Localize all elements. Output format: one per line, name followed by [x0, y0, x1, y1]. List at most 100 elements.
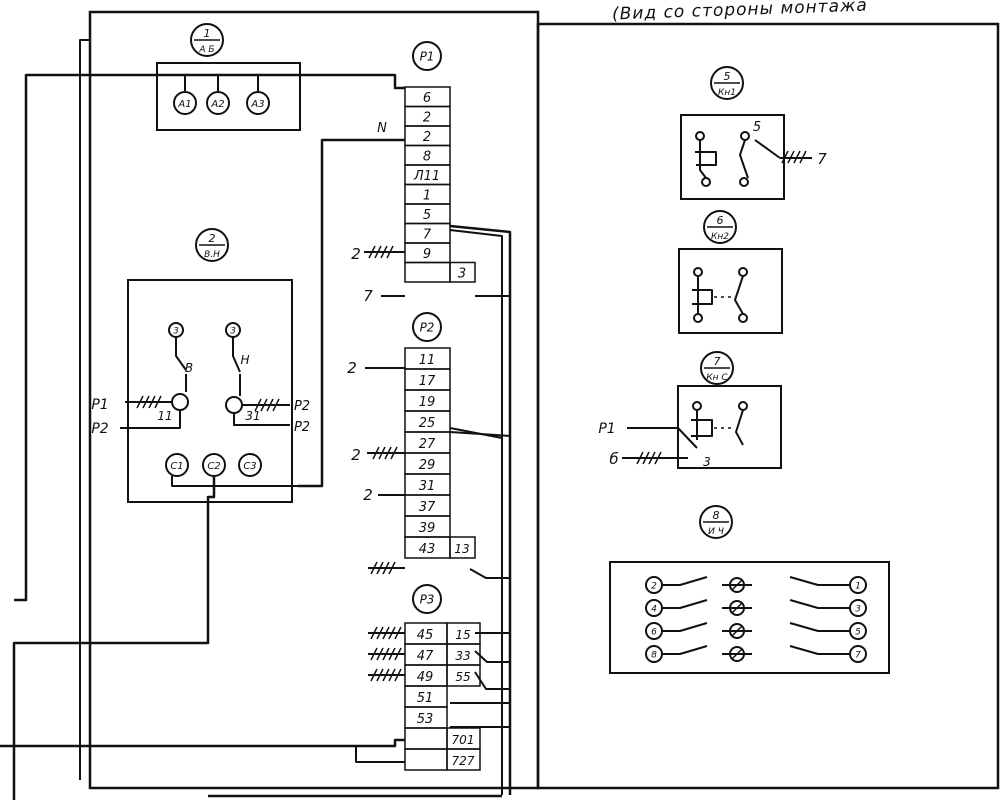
hatch-mark: [370, 561, 378, 575]
c2-wire: [12, 476, 216, 800]
relay-p3-side-cell: [446, 748, 481, 771]
hatch-mark: [394, 626, 402, 640]
unit-knc-box: [677, 385, 782, 469]
kn1-contact: [740, 131, 750, 141]
ich-resistor: [729, 646, 745, 662]
hatch-mark: [642, 451, 650, 465]
hatch-mark: [636, 451, 644, 465]
hatch-mark: [136, 395, 144, 409]
ich-right-terminal-5: [849, 622, 867, 640]
vn-terminal-3-label: С3: [243, 461, 256, 472]
relay-p3-side-label: 33: [455, 649, 470, 663]
switch-b-label: В: [185, 361, 193, 375]
p3-feed-wire: [0, 738, 405, 748]
hatch-mark: [388, 561, 396, 575]
hatch-mark: [386, 245, 394, 259]
ich-right-terminal-3-label: 3: [855, 604, 861, 614]
relay-p2-side-label: 13: [454, 542, 469, 556]
ich-right-contact: [789, 576, 850, 586]
hatch-mark: [260, 398, 268, 412]
vn-terminal-2-label: С2: [207, 461, 220, 472]
knc-switch: [735, 409, 744, 446]
kn1-out: [754, 139, 781, 159]
relay-p2-symbol: [412, 312, 442, 342]
unit-kn1-symbol-number: 5: [724, 70, 731, 83]
relay-p1-side-cell: [449, 261, 476, 283]
relay-p1-cell-label: 6: [423, 91, 431, 106]
ich-resistor-slash: [731, 625, 743, 637]
kn1-contact: [739, 177, 749, 187]
ich-left-terminal-6-label: 6: [651, 627, 657, 637]
relay-p1-symbol-label: Р1: [420, 50, 435, 64]
relay-p3-cell: [404, 748, 448, 771]
ich-resistor: [729, 600, 745, 616]
hatch-mark: [388, 626, 396, 640]
vn-terminal-3: [238, 453, 262, 477]
unit-knc-symbol-code: Кн С: [706, 373, 728, 383]
vn-terminal-3-label: 3: [230, 326, 236, 336]
knc-coil: [691, 419, 713, 437]
ich-resistor: [729, 577, 745, 593]
hatch-mark: [148, 395, 156, 409]
unit-knc-symbol-number: 7: [714, 355, 721, 368]
ab-terminal-3: [246, 91, 270, 115]
tap-wire: [474, 650, 510, 663]
kn1-coil: [695, 151, 717, 166]
ab-terminal-2-label: А2: [210, 99, 224, 110]
vn-terminal-3-label: 3: [173, 326, 179, 336]
kn2-contact: [738, 267, 748, 277]
relay-p2-cell-label: 31: [419, 479, 436, 494]
relay-p1-cell: [404, 261, 451, 283]
relay-p2-cell-label: 39: [419, 521, 436, 536]
ich-right-terminal-1-label: 1: [855, 581, 861, 591]
relay-p1-cell-label: 8: [423, 150, 431, 165]
label-p2: Р2: [294, 420, 310, 435]
hatch-mark: [384, 446, 392, 460]
hatch-mark: [370, 668, 378, 682]
relay-p1-cell-label: 1: [423, 189, 431, 204]
relay-p3-symbol-label: Р3: [420, 593, 435, 607]
ab-terminal-3-label: А3: [250, 99, 264, 110]
ich-right-terminal-5-label: 5: [855, 627, 861, 637]
label-2: 2: [351, 245, 361, 263]
relay-p3-cell-label: 53: [417, 712, 434, 727]
ich-resistor: [729, 623, 745, 639]
unit-kn1-symbol: [710, 66, 744, 100]
ab-feed-wire: [14, 73, 405, 602]
vn-bus: [171, 476, 298, 487]
unit-kn2-symbol-number: 6: [717, 214, 724, 227]
relay-p3-side-label: 15: [455, 628, 470, 642]
unit-ich-symbol-number: 8: [713, 509, 720, 522]
tap-wire: [469, 568, 510, 579]
relay-p3-cell: [404, 727, 448, 750]
relay-p2-cell-label: 27: [419, 437, 436, 452]
ich-left-terminal-2-label: 2: [651, 581, 657, 591]
hatch-mark: [388, 668, 396, 682]
relay-p3-cell-label: 49: [417, 670, 434, 685]
tap-wire: [449, 427, 503, 439]
hatch-mark: [376, 626, 384, 640]
label-3: 3: [703, 455, 711, 469]
hatch-mark: [376, 668, 384, 682]
ich-right-contact: [789, 645, 850, 655]
unit-kn1-symbol-code: Кн1: [718, 88, 736, 98]
kn1-contact: [695, 131, 705, 141]
relay-p3-side-label: 701: [452, 733, 475, 747]
unit-vn-box: [127, 279, 293, 503]
relay-p2-cell-label: 19: [419, 395, 436, 410]
unit-ab-symbol: [190, 23, 224, 57]
coil-y-left: [171, 393, 189, 411]
coil-y-right: [225, 396, 243, 414]
vertical-wire-a: [449, 224, 512, 795]
wire-p2-in: [120, 410, 181, 429]
vn-terminal-1: [165, 453, 189, 477]
relay-p3-side-label: 727: [452, 754, 475, 768]
hatch-mark: [382, 626, 390, 640]
hatch-mark: [374, 245, 382, 259]
kn2-contact: [693, 267, 703, 277]
unit-knc-symbol: [700, 351, 734, 385]
label-2: 2: [347, 359, 357, 377]
relay-p3-side-cell: [446, 664, 481, 687]
hatch-mark: [390, 446, 398, 460]
